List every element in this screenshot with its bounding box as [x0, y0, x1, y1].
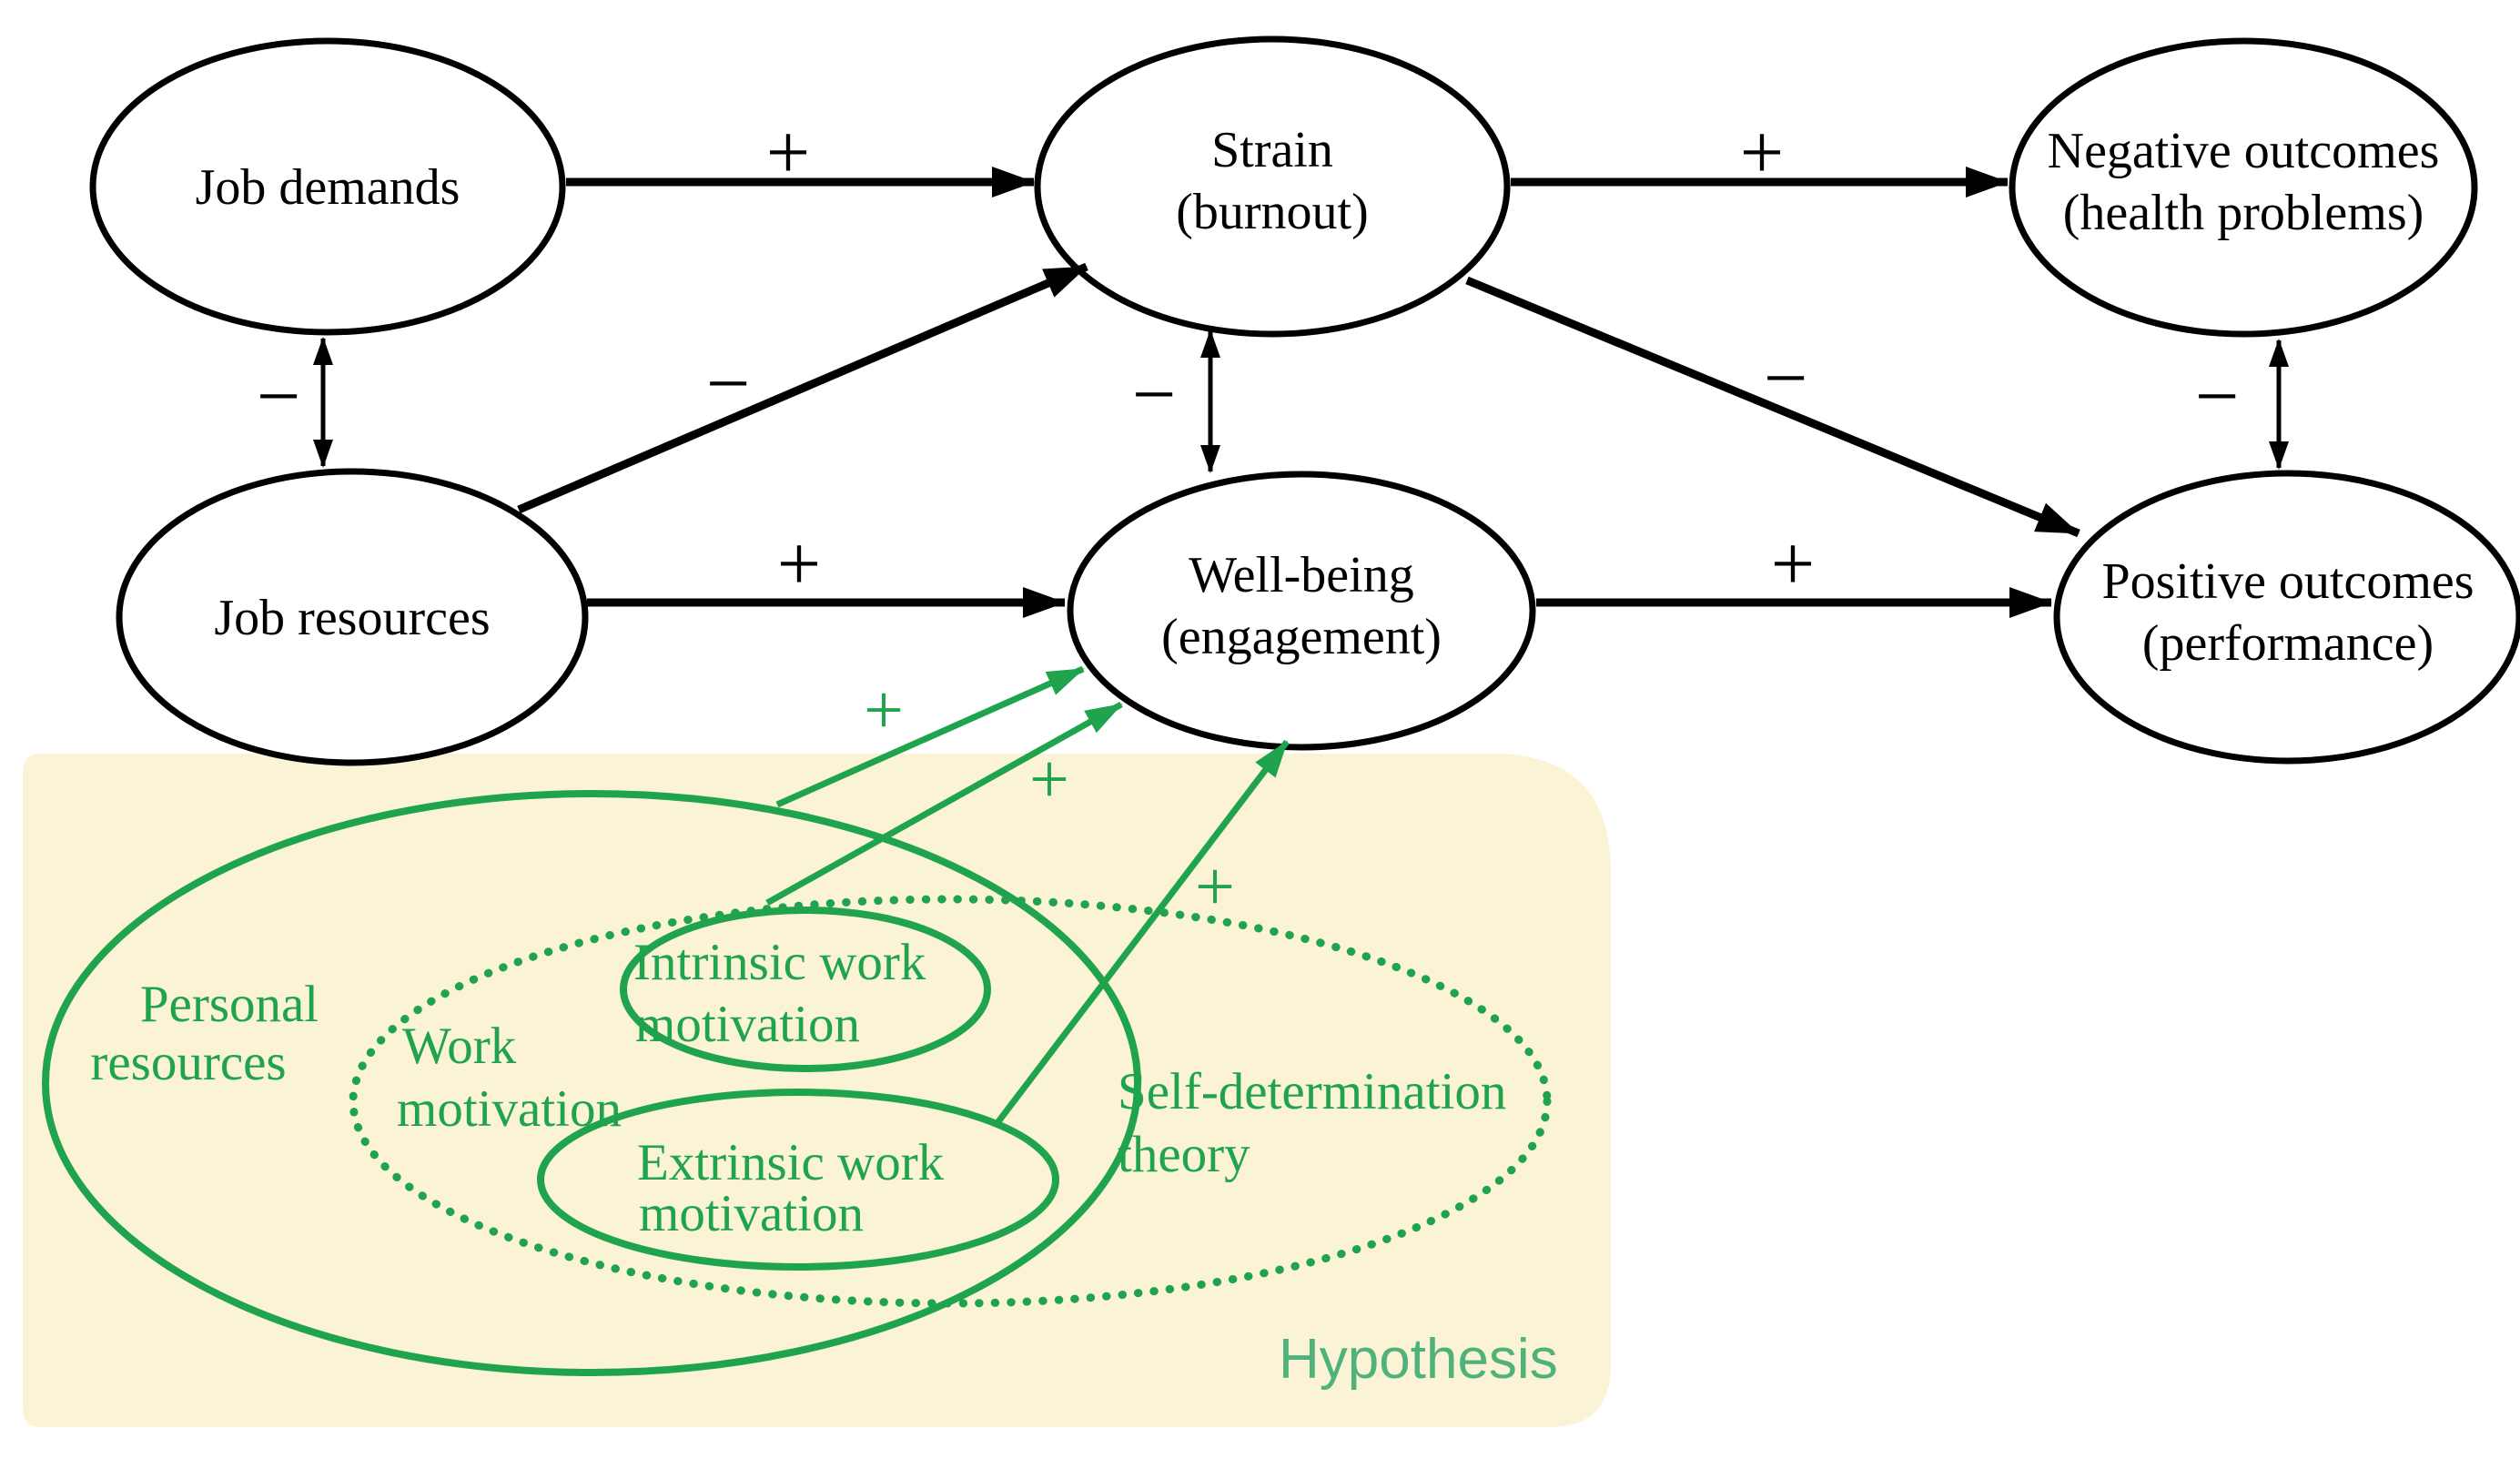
sign-demands-resources-correlation: −	[257, 352, 301, 440]
sign-wellbeing-positive: +	[1771, 520, 1816, 607]
intrinsic-motivation-label-line2: motivation	[635, 996, 860, 1053]
positive-outcomes-ellipse	[2053, 470, 2520, 765]
sign-intrinsic-wellbeing: +	[1029, 739, 1069, 818]
node-job-demands: Job demands	[89, 37, 566, 336]
sign-personal-wellbeing: +	[864, 670, 904, 749]
well-being-ellipse	[1067, 471, 1536, 751]
sign-demands-strain: +	[766, 108, 811, 196]
job-resources-ellipse	[116, 468, 589, 766]
extrinsic-motivation-label-line1: Extrinsic work	[637, 1134, 945, 1191]
sign-resources-wellbeing: +	[777, 520, 822, 607]
node-well-being: Well-being (engagement)	[1067, 471, 1536, 751]
sign-strain-wellbeing-correlation: −	[1132, 350, 1177, 438]
job-demands-label: Job demands	[196, 159, 460, 216]
edge-personal-to-wellbeing	[775, 665, 1085, 808]
edge-resources-to-strain	[517, 262, 1088, 514]
intrinsic-motivation-label-line1: Intrinsic work	[633, 934, 926, 991]
self-determination-label-line1: Self-determination	[1118, 1063, 1506, 1120]
well-being-label-line1: Well-being	[1189, 547, 1413, 603]
work-motivation-label-line1: Work	[402, 1018, 517, 1075]
strain-label-line1: Strain	[1211, 122, 1333, 178]
negative-outcomes-label-line1: Negative outcomes	[2048, 123, 2440, 179]
node-strain: Strain (burnout)	[1034, 35, 1511, 338]
node-negative-outcomes: Negative outcomes (health problems)	[2009, 37, 2478, 338]
job-demands-ellipse	[89, 37, 566, 336]
negative-outcomes-label-line2: (health problems)	[2063, 185, 2424, 241]
sign-extrinsic-wellbeing: +	[1195, 846, 1235, 926]
self-determination-theory-ellipse	[349, 895, 1552, 1308]
work-motivation-label-line2: motivation	[397, 1080, 622, 1138]
negative-outcomes-ellipse	[2009, 37, 2478, 338]
edge-intrinsic-to-wellbeing	[765, 701, 1123, 907]
node-positive-outcomes: Positive outcomes (performance)	[2053, 470, 2520, 765]
sign-resources-strain: −	[706, 339, 751, 427]
sign-strain-negative: +	[1740, 108, 1785, 196]
node-job-resources: Job resources	[116, 468, 589, 766]
self-determination-label-line2: theory	[1118, 1126, 1250, 1183]
strain-ellipse	[1034, 35, 1511, 338]
sign-strain-positive: −	[1764, 334, 1808, 421]
extrinsic-motivation-label-line2: motivation	[639, 1185, 864, 1242]
intrinsic-motivation-ellipse	[620, 907, 991, 1072]
personal-resources-label-line1: Personal	[140, 976, 319, 1033]
strain-label-line2: (burnout)	[1176, 184, 1369, 240]
personal-resources-ellipse	[42, 790, 1141, 1376]
positive-outcomes-label-line1: Positive outcomes	[2101, 553, 2474, 610]
job-resources-label: Job resources	[214, 590, 490, 646]
extrinsic-motivation-ellipse	[537, 1089, 1059, 1271]
well-being-label-line2: (engagement)	[1161, 609, 1442, 665]
personal-resources-label-line2: resources	[90, 1034, 286, 1091]
sign-negative-positive-correlation: −	[2195, 352, 2240, 440]
edge-strain-to-positive	[1465, 276, 2080, 538]
edge-extrinsic-to-wellbeing	[994, 739, 1290, 1127]
positive-outcomes-label-line2: (performance)	[2142, 615, 2434, 672]
hypothesis-panel-label: Hypothesis	[1279, 1328, 1558, 1391]
